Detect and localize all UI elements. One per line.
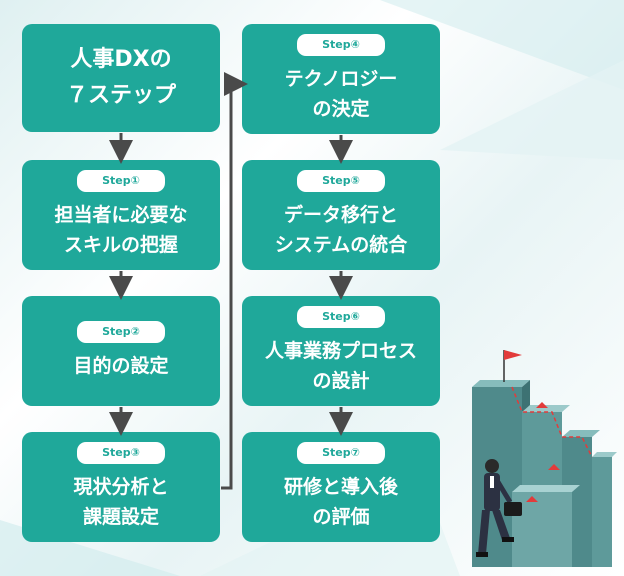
step-7-box: Step⑦ 研修と導入後 の評価 xyxy=(242,432,440,542)
step-4-tag: Step④ xyxy=(297,34,385,56)
title-box: 人事DXの ７ステップ xyxy=(22,24,220,132)
step-5-box: Step⑤ データ移行と システムの統合 xyxy=(242,160,440,270)
step-7-line-2: の評価 xyxy=(312,506,370,528)
step-4-line-1: テクノロジー xyxy=(284,68,398,90)
step-3-tag: Step③ xyxy=(77,442,165,464)
title-line-2: ７ステップ xyxy=(65,83,176,108)
step-3-box: Step③ 現状分析と 課題設定 xyxy=(22,432,220,542)
step-2-line-1: 目的の設定 xyxy=(73,355,169,377)
step-1-tag: Step① xyxy=(77,170,165,192)
step-6-box: Step⑥ 人事業務プロセス の設計 xyxy=(242,296,440,406)
step-6-tag: Step⑥ xyxy=(297,306,385,328)
arrow-step3-to-step4 xyxy=(221,72,248,490)
step-5-tag: Step⑤ xyxy=(297,170,385,192)
step-7-line-1: 研修と導入後 xyxy=(283,476,398,498)
step-6-line-1: 人事業務プロセス xyxy=(264,340,417,362)
step-2-tag: Step② xyxy=(77,321,165,343)
step-7-tag: Step⑦ xyxy=(297,442,385,464)
step-3-line-1: 現状分析と xyxy=(73,476,169,498)
step-5-line-1: データ移行と xyxy=(283,204,398,226)
step-4-box: Step④ テクノロジー の決定 xyxy=(242,24,440,134)
step-6-line-2: の設計 xyxy=(312,370,370,392)
step-1-line-1: 担当者に必要な xyxy=(54,204,188,226)
businessman-climbing-stairs-icon xyxy=(472,350,617,567)
step-4-line-2: の決定 xyxy=(312,98,370,120)
step-1-line-2: スキルの把握 xyxy=(63,234,178,256)
step-3-line-2: 課題設定 xyxy=(82,506,159,528)
step-1-box: Step① 担当者に必要な スキルの把握 xyxy=(22,160,220,270)
step-5-line-2: システムの統合 xyxy=(274,234,408,256)
title-line-1: 人事DXの xyxy=(70,47,172,72)
step-2-box: Step② 目的の設定 xyxy=(22,296,220,406)
